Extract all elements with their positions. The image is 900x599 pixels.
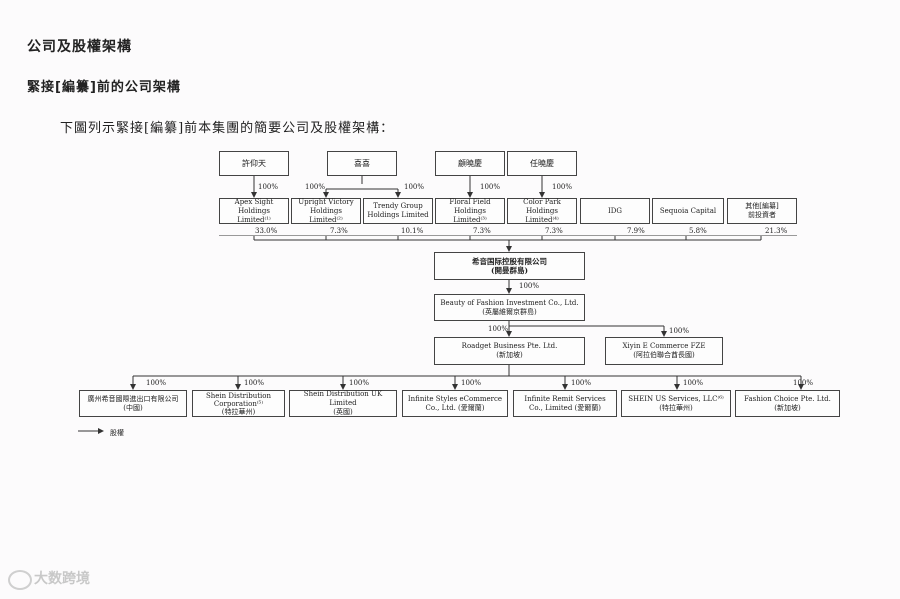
watermark-logo-icon (8, 570, 32, 590)
holder-others-line1: 其他[編纂] (745, 202, 779, 210)
pct-xu-apex: 100% (258, 183, 279, 191)
pct-beauty-roadget: 100% (488, 325, 509, 333)
subsidiary-fashion-choice-jurisdiction: (新加坡) (774, 403, 801, 412)
subsidiary-shein-us-jurisdiction: (特拉華州) (659, 403, 693, 412)
pct-ren-color: 100% (552, 183, 573, 191)
pct-sequoia: 5.8% (689, 227, 707, 235)
subsection-title: 緊接[編纂]前的公司架構 (27, 80, 181, 95)
pct-sub5: 100% (571, 379, 592, 387)
pct-sub1: 100% (146, 379, 167, 387)
holder-apex-box: Apex Sight Holdings Limited⁽¹⁾ (219, 198, 289, 224)
holder-sequoia-box: Sequoia Capital (652, 198, 724, 224)
subsidiary-fashion-choice-box: Fashion Choice Pte. Ltd. (新加坡) (735, 390, 840, 417)
pct-sub3: 100% (349, 379, 370, 387)
owner-xu-box: 許仰天 (219, 151, 289, 176)
subsidiary-shein-distribution-line2: Corporation⁽⁵⁾ (213, 399, 264, 408)
holder-trendy-box: Trendy Group Holdings Limited (363, 198, 433, 224)
subsidiary-shein-uk-name: Shein Distribution UK Limited (303, 390, 383, 407)
subsidiary-shein-distribution-line1: Shein Distribution (205, 391, 272, 400)
subsidiary-shein-us-box: SHEIN US Services, LLC⁽⁶⁾ (特拉華州) (621, 390, 731, 417)
pct-apex: 33.0% (255, 227, 278, 235)
holder-upright-box: Upright Victory Holdings Limited⁽²⁾ (291, 198, 361, 224)
pct-sub6: 100% (683, 379, 704, 387)
holder-color-line1: Color Park (523, 197, 561, 206)
xiyin-box: Xiyin E Commerce FZE (阿拉伯聯合酋長國) (605, 337, 723, 365)
intro-text: 下圖列示緊接[編纂]前本集團的簡要公司及股權架構： (60, 121, 395, 136)
subsidiary-shein-distribution-box: Shein Distribution Corporation⁽⁵⁾ (特拉華州) (192, 390, 285, 417)
subsidiary-infinite-remit-line2: Co., Limited (愛爾蘭) (528, 403, 601, 412)
owner-ren-box: 任曉慶 (507, 151, 577, 176)
beauty-box: Beauty of Fashion Investment Co., Ltd. (… (434, 294, 585, 321)
company-jurisdiction: (開曼群島) (490, 266, 529, 275)
holder-color-box: Color Park Holdings Limited⁽⁴⁾ (507, 198, 577, 224)
holder-floral-box: Floral Field Holdings Limited⁽³⁾ (435, 198, 505, 224)
pct-company-beauty: 100% (519, 282, 540, 290)
pct-floral: 7.3% (473, 227, 491, 235)
owner-gu-box: 顧曉慶 (435, 151, 505, 176)
holder-idg-label: IDG (608, 206, 622, 215)
pct-idg: 7.9% (627, 227, 645, 235)
subsidiary-guangzhou-name: 廣州希音國際進出口有限公司 (87, 394, 179, 403)
holder-others-box: 其他[編纂] 前投資者 (727, 198, 797, 224)
beauty-name: Beauty of Fashion Investment Co., Ltd. (440, 298, 579, 307)
holder-idg-box: IDG (580, 198, 650, 224)
subsidiary-shein-distribution-jurisdiction: (特拉華州) (221, 407, 256, 416)
holder-others-line2: 前投資者 (748, 211, 776, 219)
owner-xixi-label: 喜喜 (354, 159, 370, 168)
subsidiary-guangzhou-jurisdiction: (中國) (123, 403, 143, 412)
pct-sub7: 100% (793, 379, 814, 387)
subsidiary-infinite-styles-line2: Co., Ltd. (愛爾蘭) (425, 403, 485, 412)
holder-floral-line1: Floral Field (449, 197, 491, 206)
xiyin-jurisdiction: (阿拉伯聯合酋長國) (633, 351, 695, 359)
owner-xu-label: 許仰天 (242, 159, 266, 168)
xiyin-name: Xiyin E Commerce FZE (622, 342, 706, 350)
pct-xixi-upright: 100% (305, 183, 326, 191)
pct-others: 21.3% (765, 227, 788, 235)
owner-gu-label: 顧曉慶 (458, 159, 482, 168)
subsidiary-infinite-remit-line1: Infinite Remit Services (524, 394, 606, 403)
owner-xixi-box: 喜喜 (327, 151, 397, 176)
holder-floral-line2: Holdings Limited⁽³⁾ (453, 206, 487, 224)
subsidiary-shein-uk-jurisdiction: (英國) (333, 408, 353, 416)
subsidiary-shein-us-name: SHEIN US Services, LLC⁽⁶⁾ (628, 394, 724, 403)
owner-ren-label: 任曉慶 (530, 159, 554, 168)
pct-xixi-trendy: 100% (404, 183, 425, 191)
pct-sub4: 100% (461, 379, 482, 387)
pct-color: 7.3% (545, 227, 563, 235)
watermark-text: 大数跨境 (34, 571, 90, 587)
subsidiary-fashion-choice-name: Fashion Choice Pte. Ltd. (744, 394, 831, 403)
pct-beauty-xiyin: 100% (669, 327, 690, 335)
company-box: 希音国际控股有限公司 (開曼群島) (434, 252, 585, 280)
company-name: 希音国际控股有限公司 (472, 257, 547, 266)
subsidiary-shein-uk-box: Shein Distribution UK Limited (英國) (289, 390, 397, 417)
holder-upright-line2: Holdings Limited⁽²⁾ (309, 206, 343, 224)
subsidiary-guangzhou-box: 廣州希音國際進出口有限公司 (中國) (79, 390, 187, 417)
pct-sub2: 100% (244, 379, 265, 387)
subsidiary-infinite-styles-box: Infinite Styles eCommerce Co., Ltd. (愛爾蘭… (402, 390, 508, 417)
holder-trendy-line1: Trendy Group (373, 202, 423, 210)
section-title: 公司及股權架構 (27, 39, 132, 55)
roadget-box: Roadget Business Pte. Ltd. (新加坡) (434, 337, 585, 365)
subsidiary-infinite-remit-box: Infinite Remit Services Co., Limited (愛爾… (513, 390, 617, 417)
pct-trendy: 10.1% (401, 227, 424, 235)
holder-trendy-line2: Holdings Limited (367, 211, 429, 219)
beauty-jurisdiction: (英屬維爾京群島) (482, 307, 537, 316)
subsidiary-infinite-styles-line1: Infinite Styles eCommerce (407, 394, 503, 403)
holder-sequoia-label: Sequoia Capital (659, 206, 717, 215)
holder-separator (219, 235, 797, 236)
holder-apex-line2: Holdings Limited⁽¹⁾ (237, 206, 271, 224)
roadget-name: Roadget Business Pte. Ltd. (461, 342, 558, 350)
pct-upright: 7.3% (330, 227, 348, 235)
roadget-jurisdiction: (新加坡) (496, 351, 523, 359)
holder-color-line2: Holdings Limited⁽⁴⁾ (525, 206, 559, 224)
holder-upright-line1: Upright Victory (298, 197, 354, 206)
holder-apex-line1: Apex Sight (234, 197, 274, 206)
legend-label: 股權 (110, 429, 124, 437)
pct-gu-floral: 100% (480, 183, 501, 191)
